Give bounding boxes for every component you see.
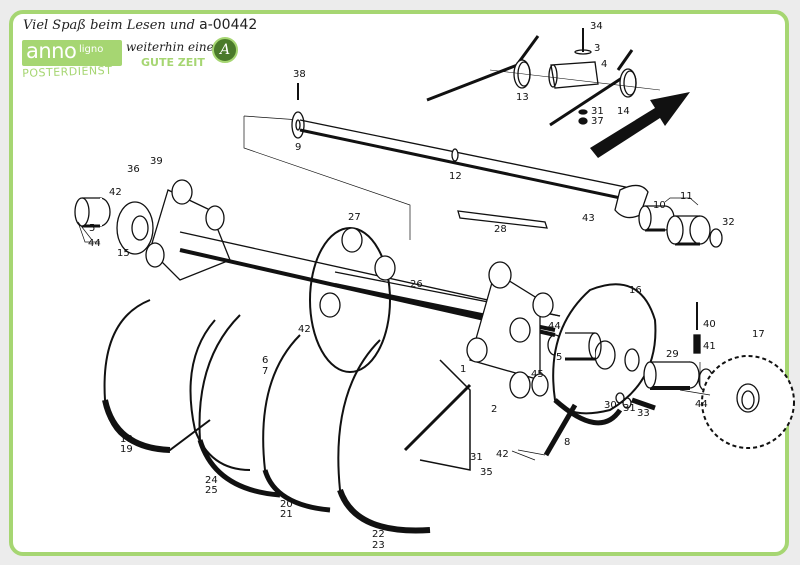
callout-9: 9 bbox=[295, 142, 302, 153]
callout-27: 27 bbox=[348, 212, 361, 223]
callout-25: 25 bbox=[205, 485, 218, 496]
logo-box bbox=[22, 40, 122, 66]
annoligno-badge-icon: A bbox=[212, 37, 238, 63]
spring-tine-assembly bbox=[426, 28, 661, 127]
callout-30: 30 bbox=[604, 400, 617, 411]
callout-38: 38 bbox=[293, 69, 306, 80]
callout-44-left: 44 bbox=[88, 238, 101, 249]
callout-2: 2 bbox=[491, 404, 498, 415]
callout-10: 10 bbox=[653, 200, 666, 211]
callout-1: 1 bbox=[460, 364, 467, 375]
callout-7: 7 bbox=[262, 366, 269, 377]
callout-17: 17 bbox=[752, 329, 765, 340]
logo-brand: anno bbox=[26, 39, 77, 63]
callout-15: 15 bbox=[117, 248, 130, 259]
callout-41: 41 bbox=[703, 341, 716, 352]
clamp-bands bbox=[102, 299, 472, 534]
callout-23: 23 bbox=[372, 540, 385, 551]
drum-16 bbox=[552, 283, 657, 426]
callout-36: 36 bbox=[127, 164, 140, 175]
callout-35: 35 bbox=[480, 467, 493, 478]
callout-14: 14 bbox=[617, 106, 630, 117]
callout-19: 19 bbox=[120, 444, 133, 455]
direction-arrow-icon bbox=[590, 92, 690, 158]
callout-22: 22 bbox=[372, 529, 385, 540]
callout-39: 39 bbox=[150, 156, 163, 167]
callout-42-mid: 42 bbox=[298, 324, 311, 335]
callout-16: 16 bbox=[629, 285, 642, 296]
callout-20: 20 bbox=[280, 499, 293, 510]
callout-33: 33 bbox=[637, 408, 650, 419]
callout-34: 34 bbox=[590, 21, 603, 32]
callout-44-mid: 44 bbox=[548, 321, 561, 332]
phantom-outline bbox=[243, 115, 411, 240]
callout-18: 18 bbox=[120, 434, 133, 445]
callout-43: 43 bbox=[582, 213, 595, 224]
callout-31-top: 31 bbox=[591, 106, 604, 117]
callout-40: 40 bbox=[703, 319, 716, 330]
callout-31-right: 31 bbox=[623, 403, 636, 414]
header-line-2: weiterhin eine bbox=[126, 40, 214, 54]
callout-37: 37 bbox=[591, 116, 604, 127]
callout-28: 28 bbox=[494, 224, 507, 235]
callout-3: 3 bbox=[594, 43, 601, 54]
callout-45: 45 bbox=[531, 369, 544, 380]
gute-zeit-text: GUTE ZEIT bbox=[141, 56, 205, 69]
document-code: a-00442 bbox=[199, 17, 258, 33]
callout-44-right: 44 bbox=[695, 399, 708, 410]
callout-42-left: 42 bbox=[109, 187, 122, 198]
logo-brand-suffix: ligno bbox=[79, 44, 104, 55]
callout-42-bottom: 42 bbox=[496, 449, 509, 460]
callout-31-bottom: 31 bbox=[470, 452, 483, 463]
callout-13: 13 bbox=[516, 92, 529, 103]
callout-24: 24 bbox=[205, 475, 218, 486]
callout-26: 26 bbox=[410, 279, 423, 290]
callout-12: 12 bbox=[449, 171, 462, 182]
callout-11: 11 bbox=[680, 191, 693, 202]
callout-8: 8 bbox=[564, 437, 571, 448]
header-line-1: Viel Spaß beim Lesen und a-00442 bbox=[23, 17, 257, 33]
callout-29: 29 bbox=[666, 349, 679, 360]
callout-5-right: 5 bbox=[556, 352, 563, 363]
callout-4: 4 bbox=[601, 59, 608, 70]
callout-32: 32 bbox=[722, 217, 735, 228]
callout-5-left: 5 bbox=[89, 223, 96, 234]
callout-6: 6 bbox=[262, 355, 269, 366]
callout-21: 21 bbox=[280, 509, 293, 520]
shaft-12 bbox=[299, 119, 649, 219]
header-greeting: Viel Spaß beim Lesen und bbox=[23, 18, 195, 33]
